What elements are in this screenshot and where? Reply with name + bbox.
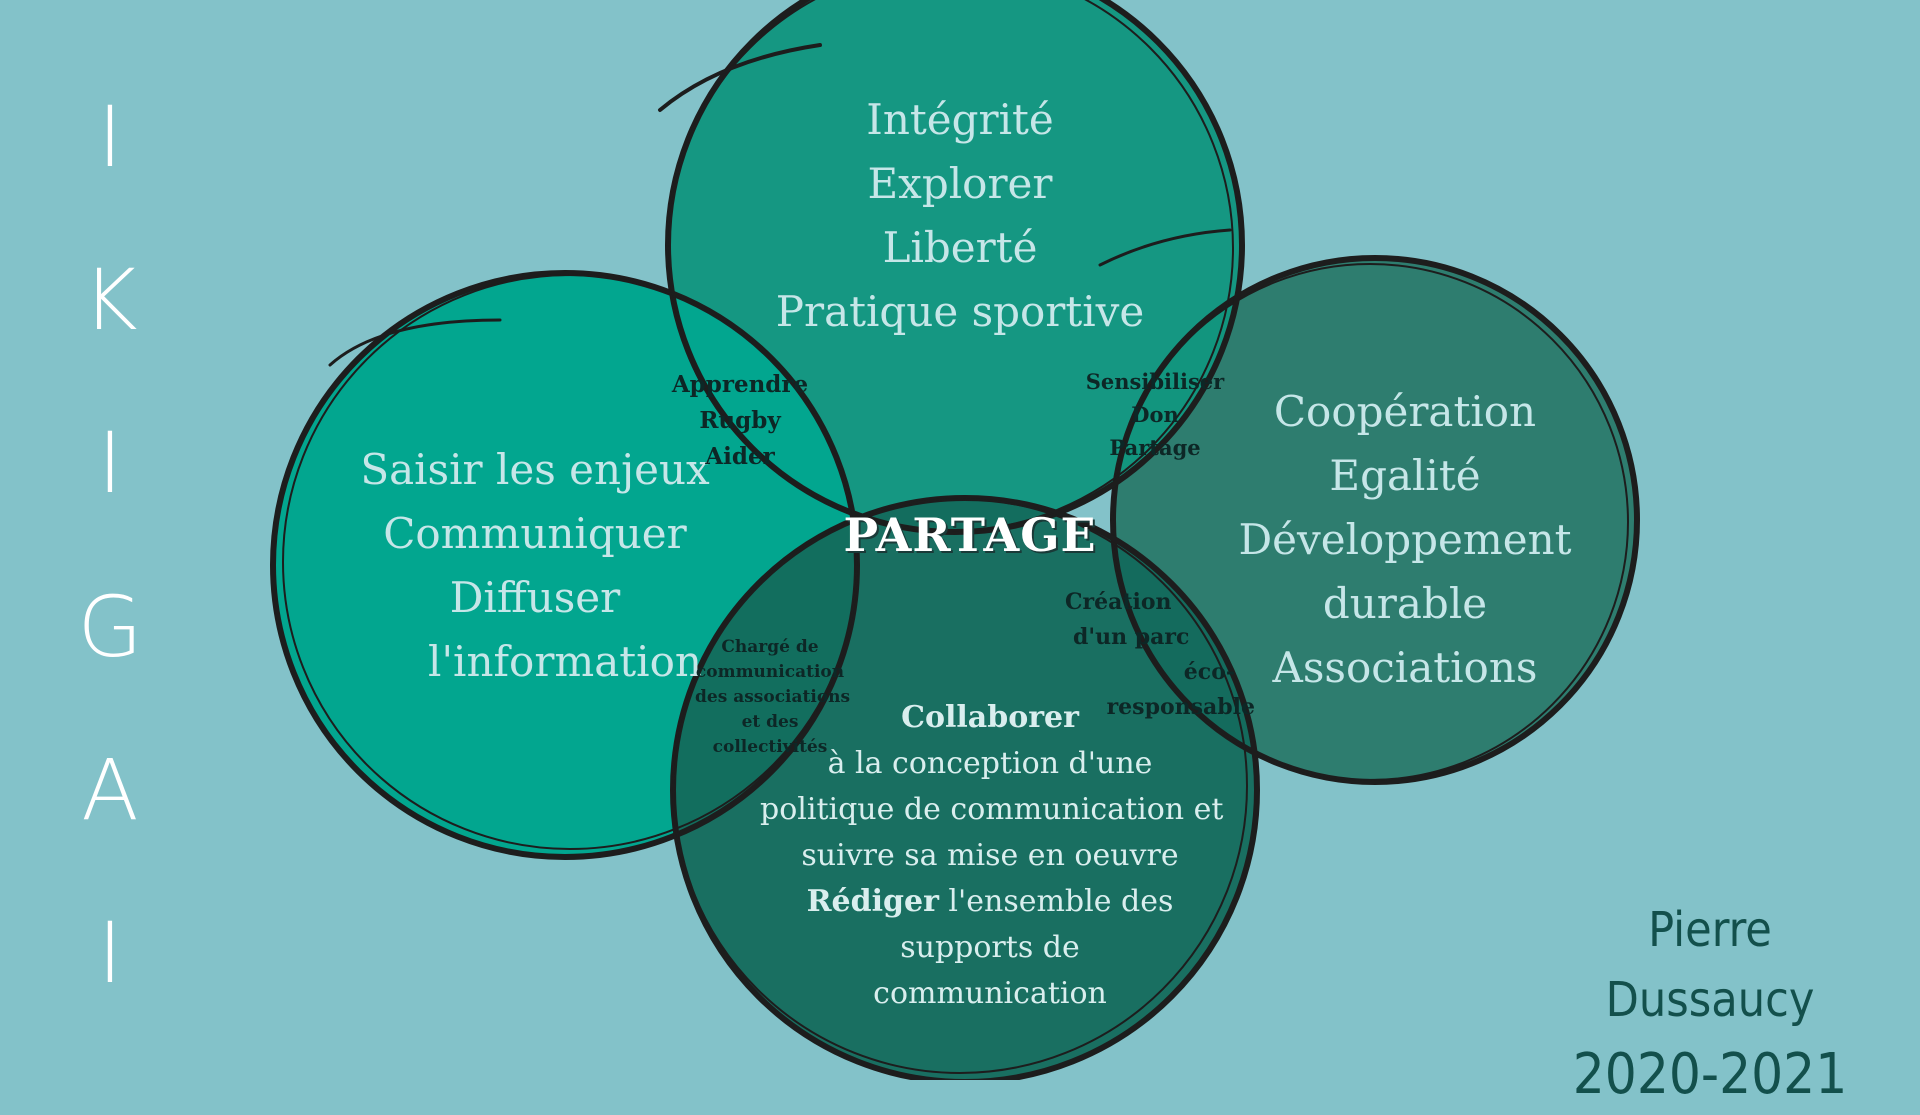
bottom-line: communication (873, 976, 1107, 1011)
circle-top (670, 0, 1240, 530)
right-line: Développement (1238, 515, 1572, 564)
overlap-line: d'un parc (1073, 624, 1190, 650)
bottom-line: à la conception d'une (827, 746, 1153, 781)
overlap-line: Partage (1109, 435, 1201, 460)
overlap-bottom-right-text: Création d'un parc éco- responsable (1055, 585, 1255, 725)
circle-bottom (675, 500, 1255, 1080)
title-letter: A (81, 740, 139, 839)
left-line: Saisir les enjeux (360, 445, 710, 494)
year-range: 2020-2021 (1572, 1042, 1848, 1107)
overlap-top-right-text: Sensibiliser Don Partage (1080, 365, 1230, 464)
overlap-top-left-text: Apprendre Rugby Aider (655, 367, 825, 475)
signature: Pierre Dussaucy 2020-2021 (1550, 895, 1870, 1115)
center-label: PARTAGE (843, 508, 1097, 562)
author-name: Pierre Dussaucy (1605, 902, 1815, 1028)
overlap-line: Rugby (699, 407, 781, 434)
overlap-line: Chargé de (721, 637, 819, 657)
overlap-line: éco- (1183, 659, 1235, 685)
circle-right (1115, 260, 1635, 780)
title-letter: I (97, 903, 123, 1002)
bottom-line: Collaborer (901, 700, 1079, 735)
top-line: Liberté (882, 223, 1038, 272)
right-line: durable (1322, 579, 1488, 628)
title-letter: G (77, 577, 143, 676)
right-line: Associations (1272, 643, 1538, 692)
ikigai-vertical-title: I K I G A I (70, 95, 150, 995)
left-line: l'information (428, 637, 702, 686)
top-circle-text: Intégrité Explorer Liberté Pratique spor… (760, 88, 1160, 344)
left-line: Communiquer (383, 509, 687, 558)
right-line: Egalité (1329, 451, 1481, 500)
right-line: Coopération (1273, 387, 1537, 436)
overlap-line: et des (741, 712, 799, 732)
overlap-line: communication (695, 662, 845, 682)
overlap-line: Apprendre (671, 371, 809, 398)
overlap-line: des associations (695, 687, 851, 707)
title-letter: I (97, 88, 123, 186)
overlap-line: collectivités (712, 737, 828, 757)
bottom-line: Rédiger l'ensemble des (806, 884, 1174, 919)
overlap-bottom-left-text: Chargé de communication des associations… (695, 635, 851, 760)
top-line: Pratique sportive (775, 287, 1145, 336)
overlap-line: Don (1131, 402, 1179, 427)
left-line: Diffuser (449, 573, 621, 622)
bottom-line: suivre sa mise en oeuvre (801, 838, 1179, 873)
title-letter: I (97, 414, 123, 513)
top-line: Intégrité (866, 95, 1054, 144)
bottom-line: politique de communication et (760, 792, 1224, 827)
left-circle-text: Saisir les enjeux Communiquer Diffuser l… (335, 438, 735, 694)
title-letter: K (82, 251, 138, 350)
overlap-line: Aider (705, 443, 775, 470)
right-circle-text: Coopération Egalité Développement durabl… (1210, 380, 1600, 700)
top-line: Explorer (867, 159, 1053, 208)
bottom-circle-text: Collaborer à la conception d'une politiq… (760, 695, 1224, 1017)
overlap-line: Création (1065, 589, 1172, 615)
bottom-line: supports de (900, 930, 1080, 965)
ikigai-diagram (270, 0, 1640, 1080)
overlap-line: Sensibiliser (1085, 369, 1225, 394)
overlap-line: responsable (1106, 694, 1255, 720)
